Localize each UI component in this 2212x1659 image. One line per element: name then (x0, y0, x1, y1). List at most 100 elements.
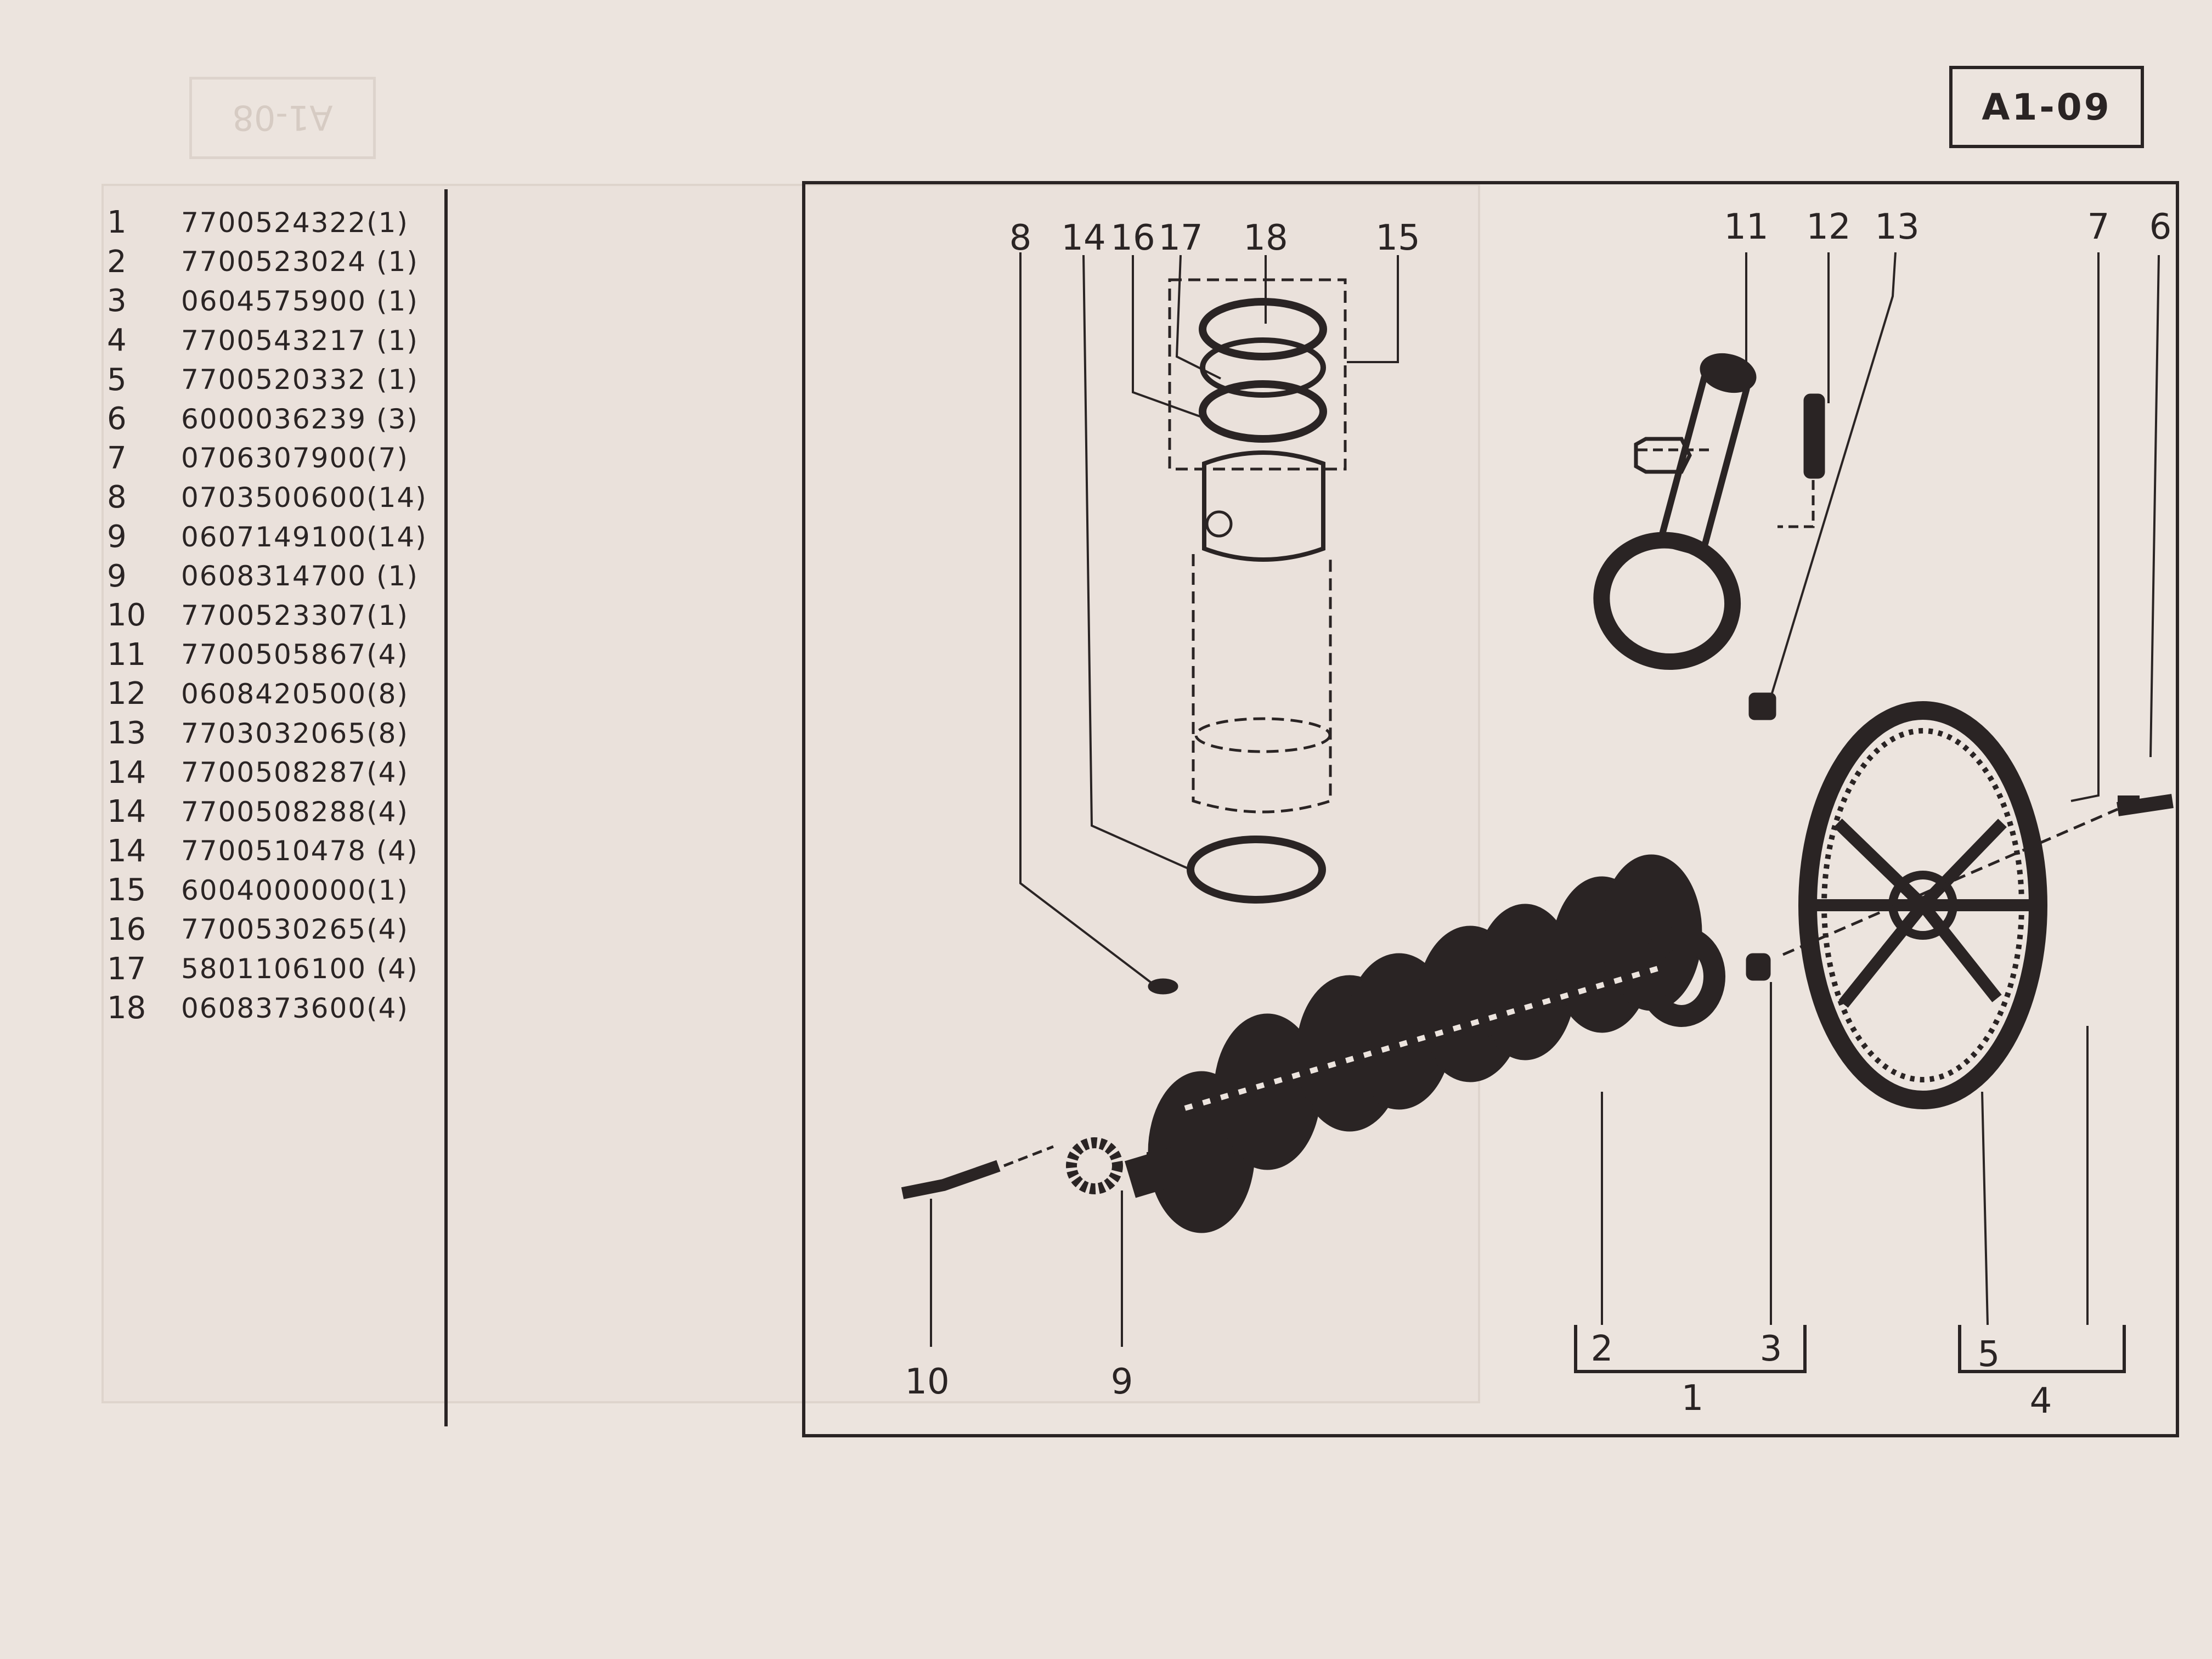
flywheel (1798, 701, 2047, 1109)
part-number: 7703032065(8) (181, 717, 409, 749)
connecting-rod (1593, 353, 1757, 670)
part-number: 0608420500(8) (181, 678, 409, 710)
part-ref-number: 11 (107, 636, 146, 673)
liner-seal-ring (1187, 836, 1326, 904)
crankshaft (1124, 854, 1725, 1233)
rod-bolt-leader (1778, 480, 1815, 528)
callout-8: 8 (1009, 218, 1032, 258)
part-ref-number: 13 (107, 715, 146, 752)
part-ref-number: 6 (107, 401, 127, 437)
parts-list-row: 13 7703032065(8) (107, 714, 427, 753)
part-ref-number: 14 (107, 754, 146, 791)
part-ref-number: 14 (107, 833, 146, 869)
parts-list-row: 7 0706307900(7) (107, 439, 427, 478)
parts-list-row: 11 7700505867(4) (107, 635, 427, 675)
callout-labels: 8 14 16 17 18 15 11 12 13 7 6 10 9 2 3 1… (905, 207, 2171, 1421)
crank-pulley-bolt (901, 1160, 1001, 1199)
part-ref-number: 2 (107, 244, 127, 280)
part-number: 0608314700 (1) (181, 560, 419, 592)
part-ref-number: 4 (107, 323, 127, 359)
sheet-code-box: A1-09 (1949, 66, 2144, 148)
part-number: 7700508288(4) (181, 795, 409, 828)
part-number: 0607149100(14) (181, 521, 427, 553)
part-ref-number: 8 (107, 479, 127, 516)
part-number: 6004000000(1) (181, 874, 409, 906)
part-ref-number: 17 (107, 951, 146, 987)
callout-14: 14 (1061, 218, 1105, 258)
liner-collar (1194, 717, 1331, 753)
bolt-leader (1003, 1145, 1054, 1167)
flywheel-hub (1888, 871, 1957, 940)
piston-ring-oil (1199, 380, 1327, 443)
part-number: 7700508287(4) (181, 757, 409, 789)
callout-10: 10 (905, 1362, 949, 1402)
part-number: 7700530265(4) (181, 913, 409, 946)
callout-15: 15 (1375, 218, 1420, 258)
piston-pin-hole (1205, 510, 1233, 538)
parts-list-row: 10 7700523307(1) (107, 596, 427, 635)
part-ref-number: 16 (107, 911, 146, 947)
callout-4: 4 (2030, 1381, 2052, 1421)
part-number: 7700523024 (1) (181, 246, 419, 278)
part-ref-number: 7 (107, 440, 127, 476)
callout-1: 1 (1681, 1378, 1704, 1419)
parts-list-row: 18 0608373600(4) (107, 989, 427, 1028)
callout-2: 2 (1591, 1329, 1613, 1369)
callout-18: 18 (1243, 218, 1288, 258)
parts-list-row: 2 7700523024 (1) (107, 242, 427, 282)
flywheel-spokes (1816, 819, 2030, 1008)
part-number: 7700520332 (1) (181, 364, 419, 396)
callout-17: 17 (1158, 218, 1203, 258)
part-number: 5801106100 (4) (181, 953, 419, 985)
part-number: 0706307900(7) (181, 442, 409, 475)
part-ref-number: 9 (107, 558, 127, 594)
callout-13: 13 (1875, 207, 1919, 247)
crank-bush (1746, 953, 1771, 981)
part-ref-number: 12 (107, 676, 146, 712)
diagram-frame (802, 181, 2179, 1437)
part-ref-number: 15 (107, 872, 146, 909)
part-number: 6000036239 (3) (181, 403, 419, 435)
cylinder-liner (1192, 554, 1332, 814)
parts-list-row: 5 7700520332 (1) (107, 360, 427, 399)
part-ref-number: 3 (107, 283, 127, 319)
callout-16: 16 (1110, 218, 1155, 258)
crank-key (1148, 978, 1178, 995)
parts-list-row: 8 0703500600(14) (107, 478, 427, 517)
part-number: 7700523307(1) (181, 599, 409, 631)
flywheel-centreline (1782, 808, 2118, 956)
rod-nut (1748, 692, 1776, 720)
piston-ring-top (1199, 298, 1327, 360)
ring-set-bracket (1168, 278, 1347, 471)
part-number: 0608373600(4) (181, 992, 409, 1024)
piston (1202, 450, 1325, 562)
part-ref-number: 18 (107, 990, 146, 1026)
parts-list-row: 15 6004000000(1) (107, 871, 427, 910)
parts-list-row: 12 0608420500(8) (107, 674, 427, 714)
small-end-bush (1634, 437, 1692, 474)
parts-list-row: 16 7700530265(4) (107, 910, 427, 950)
callout-6: 6 (2149, 207, 2172, 247)
parts-list-row: 14 7700510478 (4) (107, 832, 427, 871)
parts-list-row: 3 0604575900 (1) (107, 281, 427, 321)
callout-7: 7 (2087, 207, 2110, 247)
callout-11: 11 (1724, 207, 1768, 247)
column-divider (444, 189, 448, 1426)
parts-list-row: 14 7700508287(4) (107, 753, 427, 792)
part-ref-number: 5 (107, 362, 127, 398)
part-number: 7700510478 (4) (181, 835, 419, 867)
part-number: 7700505867(4) (181, 639, 409, 671)
part-number: 0604575900 (1) (181, 285, 419, 317)
rod-bolt (1803, 393, 1825, 479)
part-number: 0703500600(14) (181, 481, 427, 514)
part-ref-number: 1 (107, 205, 127, 241)
parts-list-row: 6 6000036239 (3) (107, 399, 427, 439)
part-ref-number: 10 (107, 597, 146, 634)
callout-5: 5 (1978, 1334, 2000, 1375)
piston-ring-middle (1200, 337, 1326, 398)
